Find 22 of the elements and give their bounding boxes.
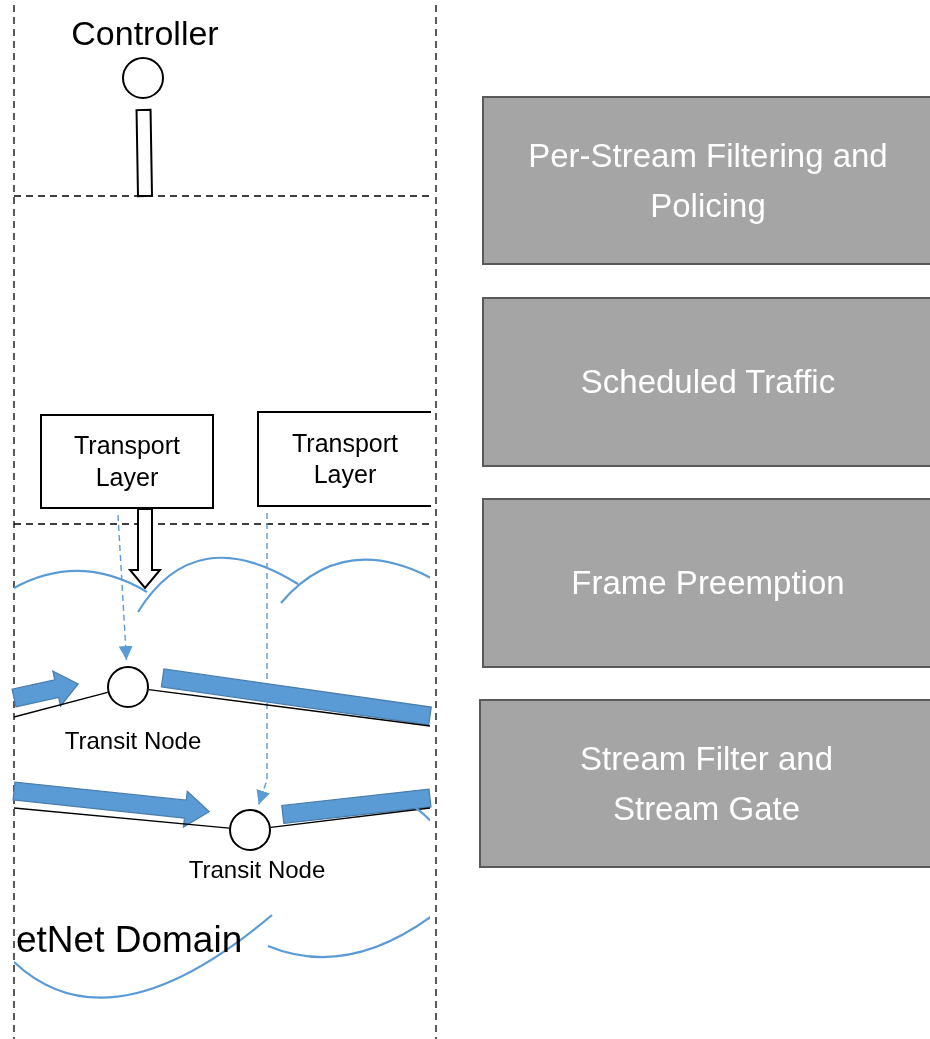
band-connector bbox=[135, 108, 153, 198]
feature-box: Scheduled Traffic bbox=[482, 297, 930, 467]
block-arrow bbox=[11, 669, 80, 708]
dashed-arrow bbox=[117, 514, 133, 661]
connector-line bbox=[13, 807, 230, 829]
feature-box: Per-Stream Filtering and Policing bbox=[482, 96, 930, 265]
dashed-arrow bbox=[256, 512, 270, 806]
block-arrow bbox=[127, 508, 163, 590]
domain-label: etNet Domain bbox=[16, 918, 243, 962]
connector-line bbox=[148, 689, 431, 727]
node-label: Transit Node bbox=[63, 726, 203, 756]
block-arrow bbox=[12, 781, 211, 829]
process-box: Transport Layer bbox=[40, 414, 214, 509]
node-label: Controller bbox=[70, 13, 220, 54]
feature-box: Frame Preemption bbox=[482, 498, 930, 668]
node-label: Transit Node bbox=[187, 855, 327, 885]
band-connector bbox=[281, 788, 432, 824]
process-box: Transport Layer bbox=[257, 411, 431, 507]
connector-line bbox=[270, 807, 431, 829]
connector-line bbox=[13, 691, 109, 718]
band-connector bbox=[160, 668, 432, 726]
feature-box: Stream Filter and Stream Gate bbox=[479, 699, 930, 868]
